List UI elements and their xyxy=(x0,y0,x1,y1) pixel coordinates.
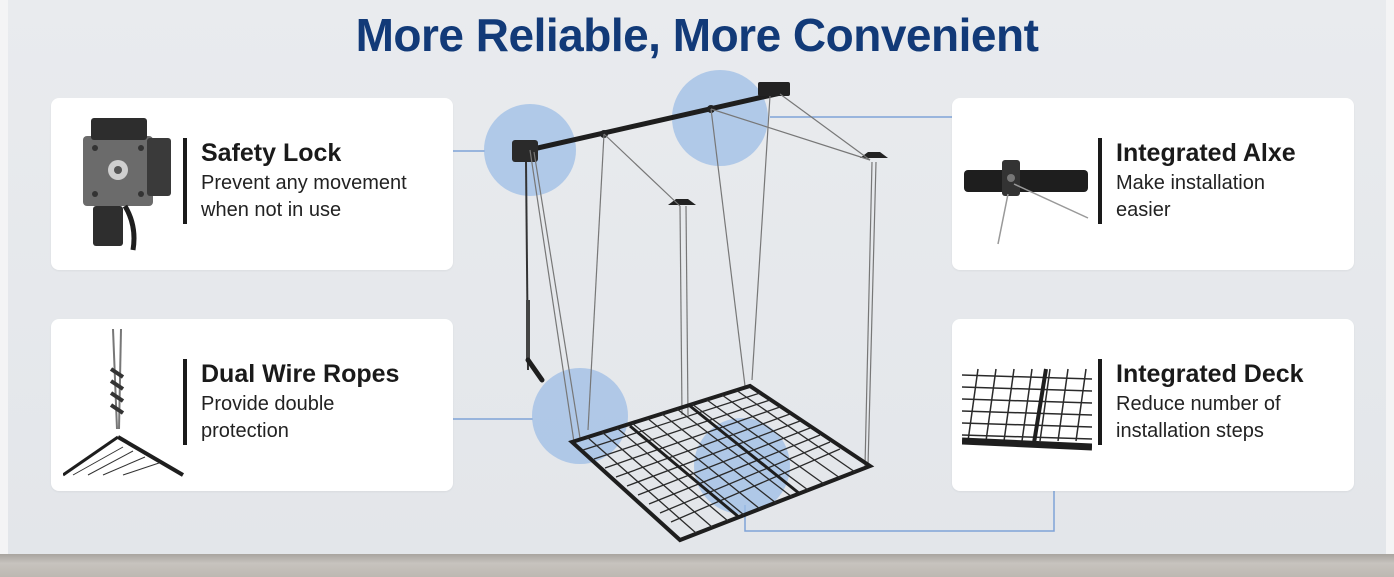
dual-wire-ropes-description: Provide double protection xyxy=(201,393,335,442)
highlight-axle xyxy=(672,70,768,166)
wire-rope-icon xyxy=(63,329,185,477)
feature-card-integrated-deck: Integrated Deck Reduce number of install… xyxy=(952,319,1354,491)
axle-icon xyxy=(964,160,1089,245)
integrated-axle-text: Integrated Alxe Make installation easier xyxy=(1098,138,1296,224)
integrated-deck-heading: Integrated Deck xyxy=(1116,360,1304,388)
integrated-deck-text: Integrated Deck Reduce number of install… xyxy=(1098,359,1304,445)
storage-rack-illustration xyxy=(484,70,888,543)
dual-wire-ropes-text: Dual Wire Ropes Provide double protectio… xyxy=(183,359,399,445)
feature-card-dual-wire-ropes: Dual Wire Ropes Provide double protectio… xyxy=(51,319,453,491)
highlight-wire-ropes xyxy=(532,368,628,464)
floor-strip xyxy=(0,554,1394,577)
integrated-axle-description: Make installation easier xyxy=(1116,172,1265,221)
integrated-axle-heading: Integrated Alxe xyxy=(1116,139,1296,167)
safety-lock-icon xyxy=(83,118,171,251)
right-edge xyxy=(1386,0,1394,554)
integrated-deck-description: Reduce number of installation steps xyxy=(1116,393,1281,442)
page-title: More Reliable, More Convenient xyxy=(355,9,1039,61)
safety-lock-heading: Safety Lock xyxy=(201,139,342,167)
dual-wire-ropes-heading: Dual Wire Ropes xyxy=(201,360,400,388)
safety-lock-text: Safety Lock Prevent any movement when no… xyxy=(183,138,407,224)
safety-lock-description: Prevent any movement when not in use xyxy=(201,172,407,221)
feature-card-safety-lock: Safety Lock Prevent any movement when no… xyxy=(51,98,453,270)
wire-grid-deck-icon xyxy=(962,368,1092,451)
feature-card-integrated-axle: Integrated Alxe Make installation easier xyxy=(952,98,1354,270)
connector-deck xyxy=(744,491,1055,532)
left-edge xyxy=(0,0,8,554)
